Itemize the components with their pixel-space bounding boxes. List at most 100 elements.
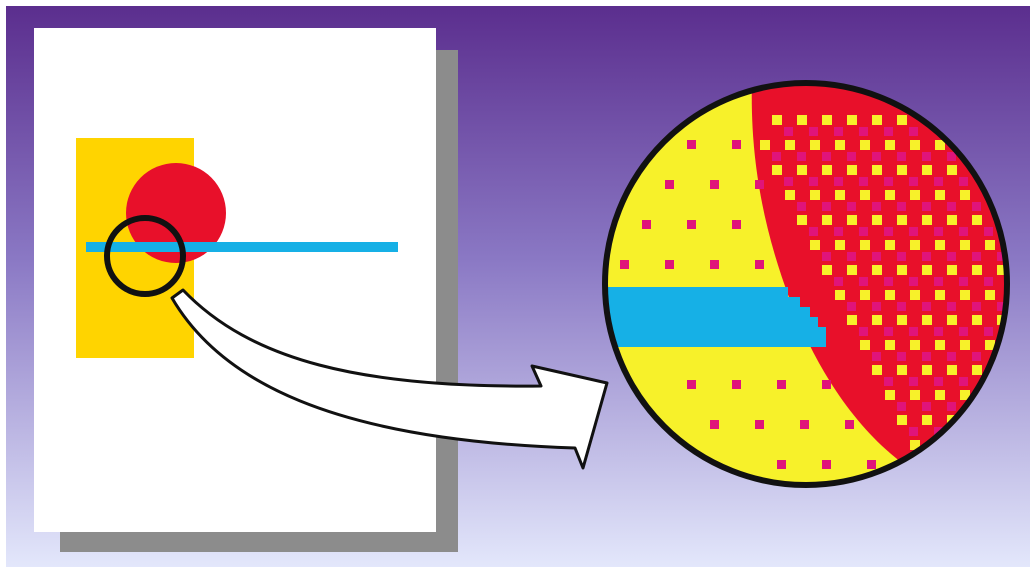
magenta-dot <box>777 460 786 469</box>
magenta-dot <box>665 260 674 269</box>
yellow-dot <box>960 290 970 300</box>
magenta-dot <box>784 177 793 186</box>
document-page <box>34 28 458 552</box>
yellow-dot <box>910 340 920 350</box>
yellow-dot <box>847 315 857 325</box>
magenta-dot <box>687 380 696 389</box>
yellow-dot <box>860 190 870 200</box>
yellow-dot <box>922 315 932 325</box>
yellow-dot <box>885 340 895 350</box>
magenta-dot <box>909 127 918 136</box>
magenta-dot <box>909 227 918 236</box>
magenta-dot <box>755 260 764 269</box>
magenta-dot <box>984 327 993 336</box>
magenta-dot <box>859 277 868 286</box>
magenta-dot <box>847 252 856 261</box>
magenta-dot <box>847 152 856 161</box>
yellow-dot <box>922 365 932 375</box>
magenta-dot <box>922 352 931 361</box>
yellow-dot <box>847 265 857 275</box>
magenta-dot <box>984 277 993 286</box>
yellow-dot <box>872 315 882 325</box>
magenta-dot <box>687 220 696 229</box>
yellow-dot <box>847 115 857 125</box>
magenta-dot <box>847 302 856 311</box>
magenta-dot <box>834 277 843 286</box>
yellow-dot <box>972 315 982 325</box>
yellow-dot <box>897 315 907 325</box>
magenta-dot <box>867 460 876 469</box>
magenta-dot <box>822 202 831 211</box>
yellow-dot <box>847 215 857 225</box>
magenta-dot <box>872 302 881 311</box>
yellow-dot <box>835 240 845 250</box>
yellow-dot <box>935 390 945 400</box>
magenta-dot <box>922 302 931 311</box>
yellow-dot <box>835 190 845 200</box>
magenta-dot <box>687 140 696 149</box>
magenta-dot <box>922 252 931 261</box>
yellow-dot <box>885 240 895 250</box>
yellow-dot <box>772 165 782 175</box>
magenta-dot <box>934 327 943 336</box>
yellow-dot <box>872 165 882 175</box>
magenta-dot <box>909 327 918 336</box>
yellow-dot <box>885 390 895 400</box>
yellow-dot <box>897 415 907 425</box>
magenta-dot <box>732 140 741 149</box>
yellow-dot <box>847 165 857 175</box>
yellow-dot <box>897 165 907 175</box>
magenta-dot <box>947 352 956 361</box>
yellow-dot <box>935 290 945 300</box>
magenta-dot <box>772 152 781 161</box>
yellow-dot <box>797 115 807 125</box>
magenta-dot <box>872 202 881 211</box>
magenta-dot <box>872 352 881 361</box>
magenta-dot <box>872 152 881 161</box>
magenta-dot <box>947 202 956 211</box>
magenta-dot <box>884 127 893 136</box>
magenta-dot <box>959 377 968 386</box>
magenta-dot <box>897 202 906 211</box>
magenta-dot <box>732 380 741 389</box>
magenta-dot <box>809 127 818 136</box>
magenta-dot <box>822 380 831 389</box>
magenta-dot <box>897 152 906 161</box>
magenta-dot <box>972 352 981 361</box>
magenta-dot <box>800 420 809 429</box>
yellow-dot <box>910 190 920 200</box>
yellow-dot <box>810 140 820 150</box>
yellow-dot <box>822 215 832 225</box>
magenta-dot <box>642 220 651 229</box>
magenta-dot <box>834 177 843 186</box>
yellow-dot <box>960 340 970 350</box>
magenta-dot <box>972 252 981 261</box>
yellow-dot <box>960 240 970 250</box>
magenta-dot <box>710 420 719 429</box>
yellow-dot <box>860 140 870 150</box>
magenta-dot <box>884 377 893 386</box>
yellow-dot <box>822 115 832 125</box>
yellow-dot <box>922 165 932 175</box>
magenta-dot <box>934 177 943 186</box>
magenta-dot <box>822 152 831 161</box>
magenta-dot <box>897 402 906 411</box>
magenta-dot <box>947 302 956 311</box>
yellow-dot <box>785 140 795 150</box>
magenta-dot <box>984 227 993 236</box>
magenta-dot <box>909 177 918 186</box>
yellow-dot <box>885 190 895 200</box>
yellow-dot <box>947 265 957 275</box>
magenta-dot <box>959 277 968 286</box>
magenta-dot <box>620 260 629 269</box>
yellow-dot <box>972 215 982 225</box>
cyan-line <box>86 242 398 252</box>
yellow-dot <box>985 240 995 250</box>
magenta-dot <box>755 420 764 429</box>
yellow-dot <box>910 290 920 300</box>
yellow-dot <box>897 365 907 375</box>
magenta-dot <box>847 202 856 211</box>
yellow-dot <box>760 140 770 150</box>
yellow-dot <box>935 340 945 350</box>
